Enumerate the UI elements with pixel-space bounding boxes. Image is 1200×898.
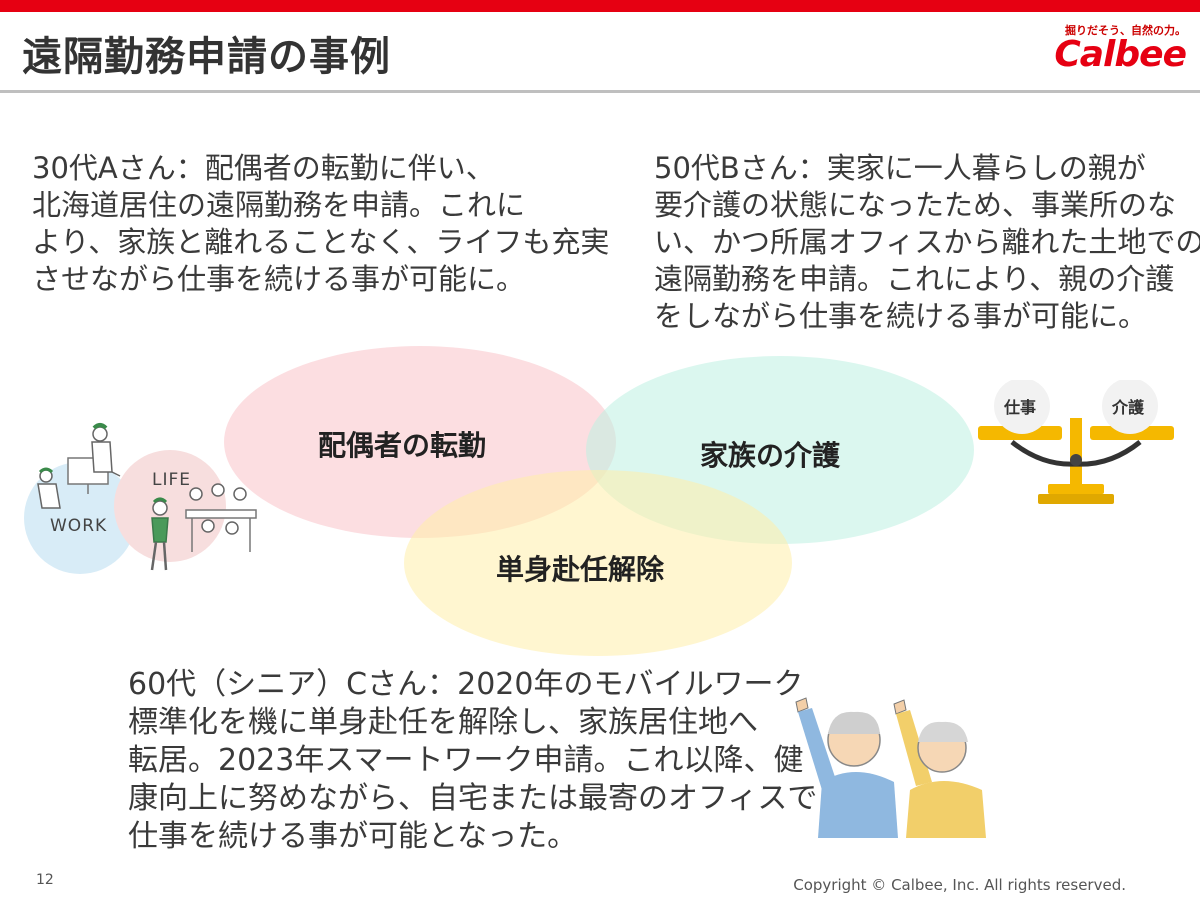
case-b-line: をしながら仕事を続ける事が可能に。 [654, 299, 1148, 333]
case-b-line: 要介護の状態になったため、事業所のな [654, 188, 1177, 222]
case-c-text: 60代（シニア）Cさん：2020年のモバイルワーク 標準化を機に単身赴任を解除し… [128, 666, 817, 856]
case-a-line: より、家族と離れることなく、ライフも充実 [32, 225, 610, 259]
life-label: LIFE [152, 470, 192, 490]
venn-label-end-solo-assignment: 単身赴任解除 [496, 553, 665, 586]
elderly-couple-illustration [782, 690, 994, 838]
case-a-text: 30代Aさん：配偶者の転勤に伴い、 北海道居住の遠隔勤務を申請。これに より、家… [32, 150, 609, 298]
case-c-line: 標準化を機に単身赴任を解除し、家族居住地へ [128, 705, 758, 740]
scale-label-work: 仕事 [1004, 398, 1037, 417]
case-b-line: 50代Bさん：実家に一人暮らしの親が [654, 151, 1146, 185]
work-life-illustration: WORK LIFE [20, 420, 270, 580]
venn-label-family-care: 家族の介護 [700, 439, 841, 472]
work-label: WORK [50, 516, 108, 536]
elderly-couple-icon [795, 697, 986, 838]
case-c-line: 仕事を続ける事が可能となった。 [128, 819, 578, 854]
top-accent-bar [0, 0, 1200, 12]
logo-wordmark: Calbee [1054, 34, 1187, 75]
venn-circle-end-solo-assignment [404, 470, 792, 656]
copyright-notice: Copyright © Calbee, Inc. All rights rese… [793, 876, 1126, 894]
life-circle [114, 450, 226, 562]
balance-scale-illustration: 仕事 介護 [972, 380, 1182, 510]
scale-label-care: 介護 [1112, 398, 1145, 417]
title-divider [0, 90, 1200, 93]
case-c-line: 60代（シニア）Cさん：2020年のモバイルワーク [128, 667, 804, 702]
case-a-line: させながら仕事を続ける事が可能に。 [32, 262, 526, 296]
case-b-line: い、かつ所属オフィスから離れた土地での [654, 225, 1200, 259]
case-c-line: 康向上に努めながら、自宅または最寄のオフィスで [128, 781, 818, 816]
work-life-figures-icon [37, 423, 257, 571]
balance-scale-icon [978, 380, 1174, 504]
page-title: 遠隔勤務申請の事例 [22, 34, 391, 80]
logo-tagline: 掘りだそう、自然の力。 [1065, 24, 1186, 37]
case-c-line: 転居。2023年スマートワーク申請。これ以降、健 [128, 743, 804, 778]
case-b-text: 50代Bさん：実家に一人暮らしの親が 要介護の状態になったため、事業所のな い、… [654, 150, 1200, 335]
case-a-line: 30代Aさん：配偶者の転勤に伴い、 [32, 151, 495, 185]
case-b-line: 遠隔勤務を申請。これにより、親の介護 [654, 262, 1175, 296]
venn-label-spouse-transfer: 配偶者の転勤 [318, 429, 487, 462]
page-number: 12 [36, 872, 54, 888]
case-a-line: 北海道居住の遠隔勤務を申請。これに [32, 188, 526, 222]
calbee-logo: 掘りだそう、自然の力。 Calbee [1054, 22, 1187, 78]
